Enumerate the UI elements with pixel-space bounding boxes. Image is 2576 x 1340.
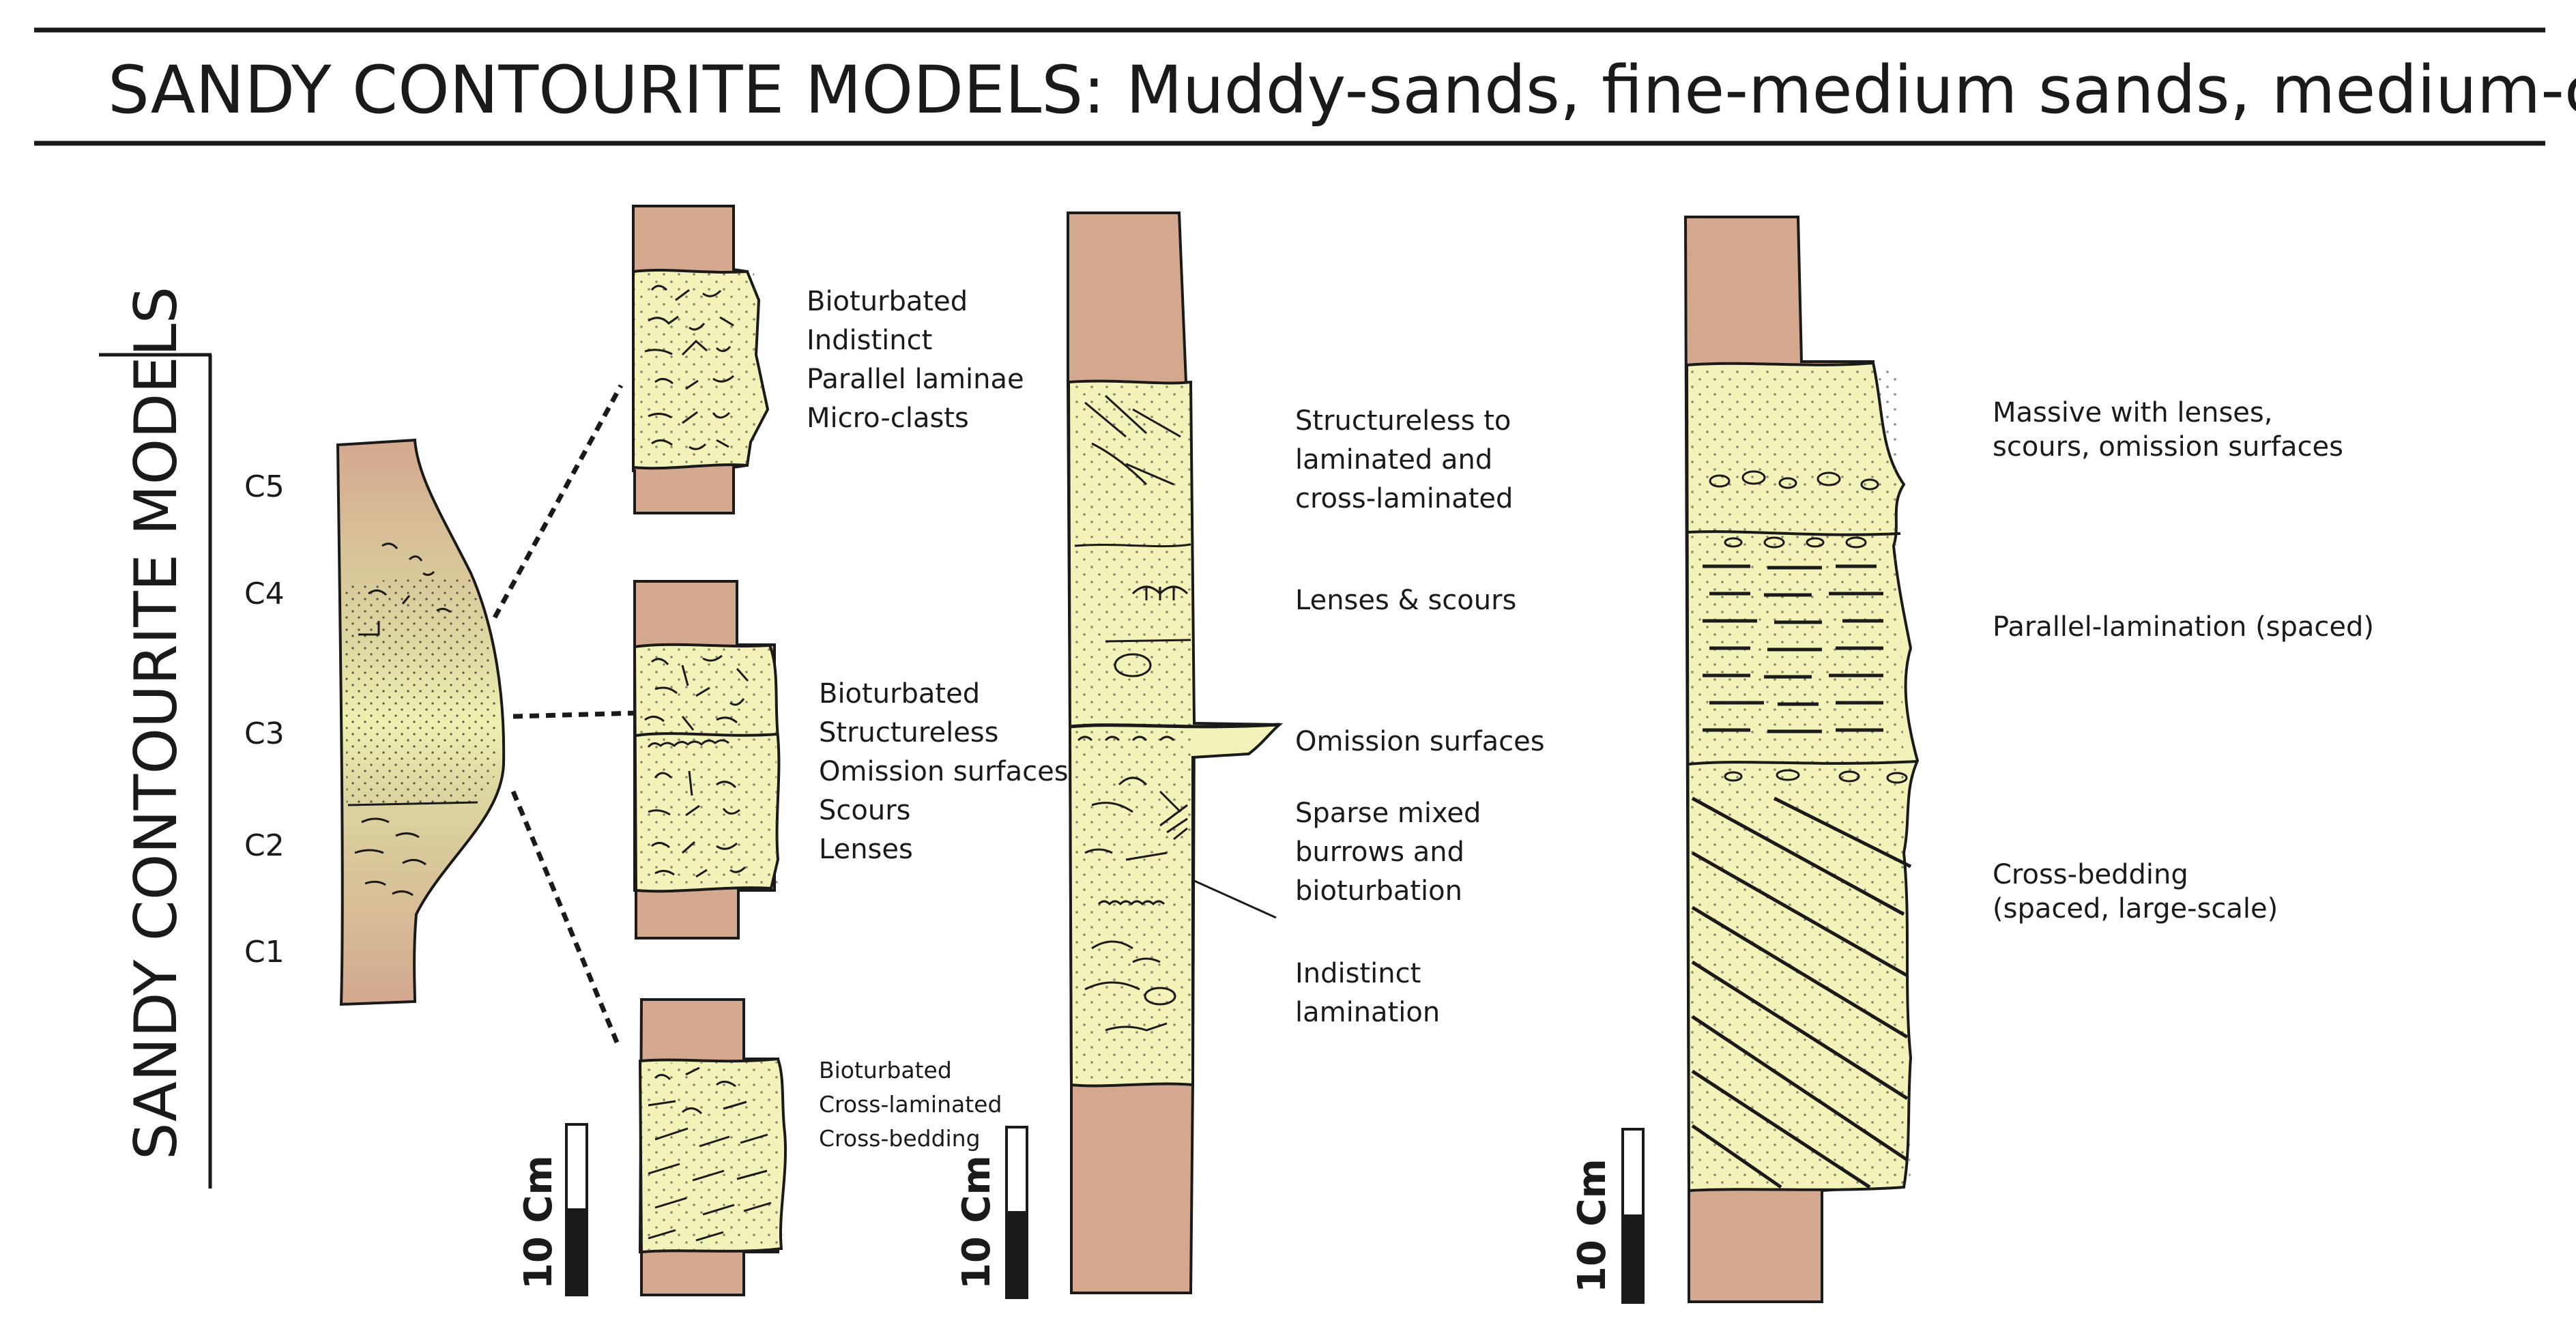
- muddy-lower-column: Bioturbated Cross-laminated Cross-beddin…: [638, 998, 1002, 1296]
- coarse-a-label-2: scours, omission surfaces: [1993, 431, 2343, 463]
- scale-label-2: 10 Cm: [955, 1155, 999, 1290]
- c5-label: C5: [244, 469, 285, 504]
- muddy-middle-label-5: Lenses: [819, 834, 913, 865]
- medium-coarse-column: Massive with lenses, scours, omission su…: [1683, 216, 2374, 1303]
- muddy-middle-label-4: Scours: [819, 795, 911, 826]
- figure-title: SANDY CONTOURITE MODELS: Muddy-sands, fi…: [108, 52, 2576, 128]
- muddy-lower-label-2: Cross-laminated: [819, 1091, 1002, 1118]
- muddy-middle-label-1: Bioturbated: [819, 678, 980, 710]
- fine-c-label-1: Omission surfaces: [1295, 726, 1545, 757]
- muddy-upper-label-4: Micro-clasts: [807, 403, 969, 434]
- coarse-a-label-1: Massive with lenses,: [1993, 397, 2272, 428]
- muddy-middle-column: Bioturbated Structureless Omission surfa…: [633, 580, 1069, 940]
- muddy-middle-label-2: Structureless: [819, 717, 998, 748]
- c3-label: C3: [244, 716, 285, 751]
- fine-a-label-2: laminated and: [1295, 444, 1492, 476]
- muddy-lower-label-3: Cross-bedding: [819, 1125, 981, 1152]
- contourite-mound: [336, 438, 506, 1006]
- fine-d-label-1: Sparse mixed: [1295, 798, 1481, 829]
- scale-bar-1: 10 Cm: [517, 1123, 588, 1296]
- c1-label: C1: [244, 935, 285, 970]
- fine-a-label-3: cross-laminated: [1295, 483, 1513, 514]
- fine-medium-column: Structureless to laminated and cross-lam…: [1067, 212, 1545, 1294]
- coarse-b-label-1: Parallel-lamination (spaced): [1993, 611, 2374, 643]
- scale-bar-3: 10 Cm: [1570, 1128, 1645, 1304]
- fine-e-label-2: lamination: [1295, 997, 1440, 1028]
- fine-e-label-1: Indistinct: [1295, 958, 1421, 989]
- scale-label-1: 10 Cm: [517, 1155, 561, 1290]
- fine-a-label-1: Structureless to: [1295, 405, 1511, 437]
- muddy-lower-label-1: Bioturbated: [819, 1057, 952, 1083]
- fine-b-label-1: Lenses & scours: [1295, 585, 1516, 616]
- connector-lines: [492, 384, 639, 1045]
- muddy-upper-label-3: Parallel laminae: [807, 364, 1024, 395]
- muddy-upper-label-1: Bioturbated: [807, 286, 968, 317]
- muddy-upper-column: Bioturbated Indistinct Parallel laminae …: [632, 205, 1024, 514]
- scale-bar-2: 10 Cm: [955, 1126, 1028, 1299]
- connector-middle: [512, 710, 639, 719]
- c-labels: C5 C4 C3 C2 C1: [244, 469, 285, 970]
- c2-label: C2: [244, 828, 285, 863]
- scale-label-3: 10 Cm: [1570, 1159, 1615, 1293]
- connector-upper: [492, 384, 624, 619]
- coarse-c-label-2: (spaced, large-scale): [1993, 893, 2278, 924]
- muddy-upper-label-2: Indistinct: [807, 325, 932, 356]
- muddy-middle-label-3: Omission surfaces: [819, 756, 1069, 787]
- fine-d-label-3: bioturbation: [1295, 875, 1462, 907]
- coarse-c-label-1: Cross-bedding: [1993, 859, 2188, 890]
- leader-line: [1192, 879, 1277, 919]
- side-title-group: SANDY CONTOURITE MODELS: [99, 287, 212, 1189]
- connector-lower: [510, 790, 620, 1045]
- c4-label: C4: [244, 577, 285, 611]
- fine-d-label-2: burrows and: [1295, 836, 1464, 868]
- side-title: SANDY CONTOURITE MODELS: [122, 287, 190, 1160]
